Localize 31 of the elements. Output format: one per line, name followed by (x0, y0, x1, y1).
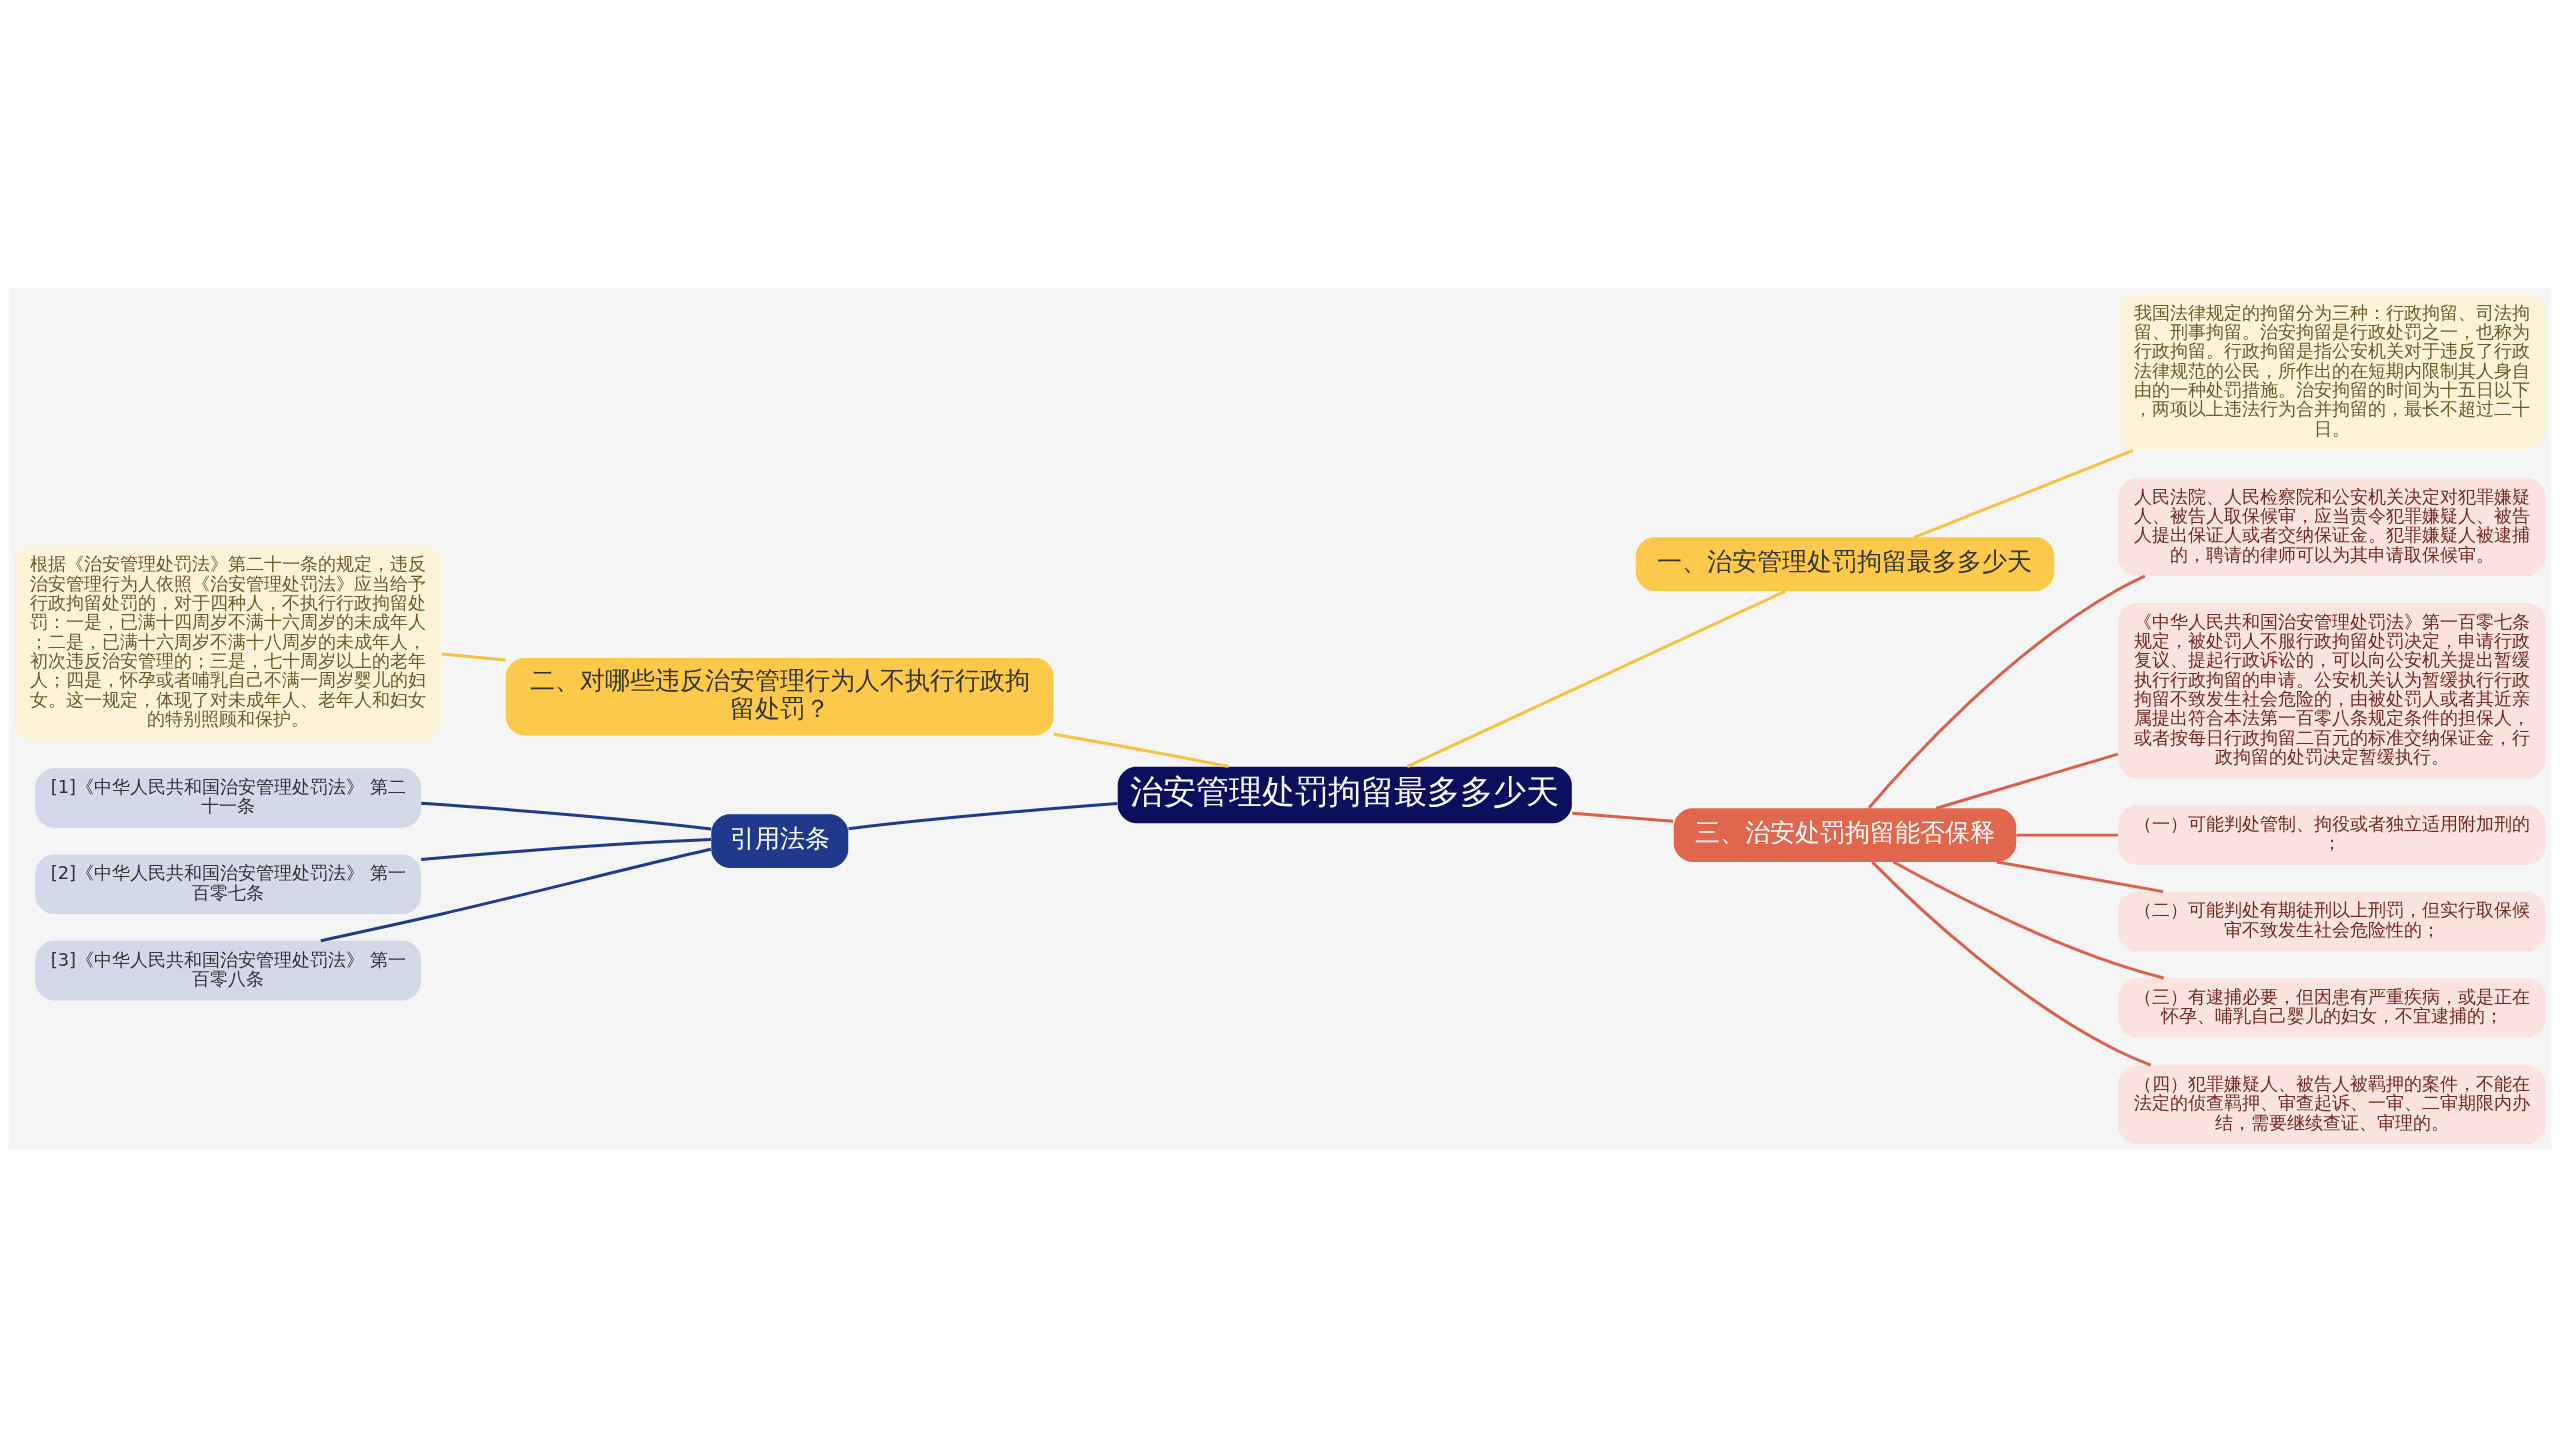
connector (1935, 752, 2119, 810)
node-box: 治安管理处罚拘留最多多少天 (1117, 766, 1572, 824)
node-box: （四）犯罪嫌疑人、被告人被羁押的案件，不能在法定的侦查羁押、审查起诉、一审、二审期限内办结，需要继续查证、审理的。 (2118, 1065, 2546, 1145)
node-box: 根据《治安管理处罚法》第二十一条的规定，违反治安管理行为人依照《治安管理处罚法》应当给予行政拘留处罚的，对于四种人，不执行行政拘留处罚：一是，已满十四周岁不满十六周岁的未成年人；二是，已满十六周岁不满十八周岁的未成年人，初次违反治安管理的；三是，七十周岁以上的老年人；四是，怀孕或者哺乳自己不满一周岁婴儿的妇女。这一规定，体现了对未成年人、老年人和妇女的特别照顾和保护。 (14, 545, 442, 741)
node-box: 二、对哪些违反治安管理行为人不执行行政拘留处罚？ (505, 657, 1054, 736)
node-box: 一、治安管理处罚拘留最多多少天 (1635, 537, 2055, 591)
node-box: （三）有逮捕必要，但因患有严重疾病，或是正在怀孕、哺乳自己婴儿的妇女，不宜逮捕的； (2118, 978, 2546, 1038)
connector (421, 838, 712, 862)
connector (1867, 574, 2146, 809)
node-box: [2]《中华人民共和国治安管理处罚法》 第一百零七条 (35, 854, 421, 915)
node-box: （一）可能判处管制、拘役或者独立适用附加刑的； (2118, 805, 2546, 865)
connector (1871, 861, 2152, 1067)
node-box: 引用法条 (711, 814, 849, 868)
node-box: 三、治安处罚拘留能否保释 (1673, 808, 2017, 862)
connector (1572, 811, 1674, 823)
node-box: 《中华人民共和国治安管理处罚法》第一百零七条规定，被处罚人不服行政拘留处罚决定，申请行政复议、提起行政诉讼的，可以向公安机关提出暂缓执行行政拘留的申请。公安机关认为暂缓执行行政拘留不致发生社会危险的，由被处罚人或者其近亲属提出符合本法第一百零八条规定条件的担保人，或者按每日行政拘留二百元的标准交纳保证金，行政拘留的处罚决定暂缓执行。 (2118, 602, 2546, 779)
connector (1053, 732, 1229, 768)
connector (320, 847, 712, 943)
connector (2016, 833, 2118, 837)
connector (848, 802, 1118, 831)
node-box: [3]《中华人民共和国治安管理处罚法》 第一百零八条 (35, 940, 421, 1001)
node-box: （二）可能判处有期徒刑以上刑罚，但实行取保候审不致发生社会危险性的； (2118, 891, 2546, 952)
connector (421, 801, 712, 831)
node-box: 人民法院、人民检察院和公安机关决定对犯罪嫌疑人、被告人取保候审，应当责令犯罪嫌疑人、被告人提出保证人或者交纳保证金。犯罪嫌疑人被逮捕的，聘请的律师可以为其申请取保候审。 (2118, 477, 2546, 577)
node-box: [1]《中华人民共和国治安管理处罚法》 第二十一条 (35, 768, 421, 828)
connector (1996, 860, 2164, 894)
connector (1913, 449, 2134, 539)
connector (1406, 589, 1787, 768)
connector (1892, 860, 2165, 980)
node-box: 我国法律规定的拘留分为三种：行政拘留、司法拘留、刑事拘留。治安拘留是行政处罚之一，也称为行政拘留。行政拘留是指公安机关对于违反了行政法律规范的公民，所作出的在短期内限制其人身自由的一种处罚措施。治安拘留的时间为十五日以下，两项以上违法行为合并拘留的，最长不超过二十日。 (2118, 293, 2546, 451)
connector (442, 652, 506, 662)
